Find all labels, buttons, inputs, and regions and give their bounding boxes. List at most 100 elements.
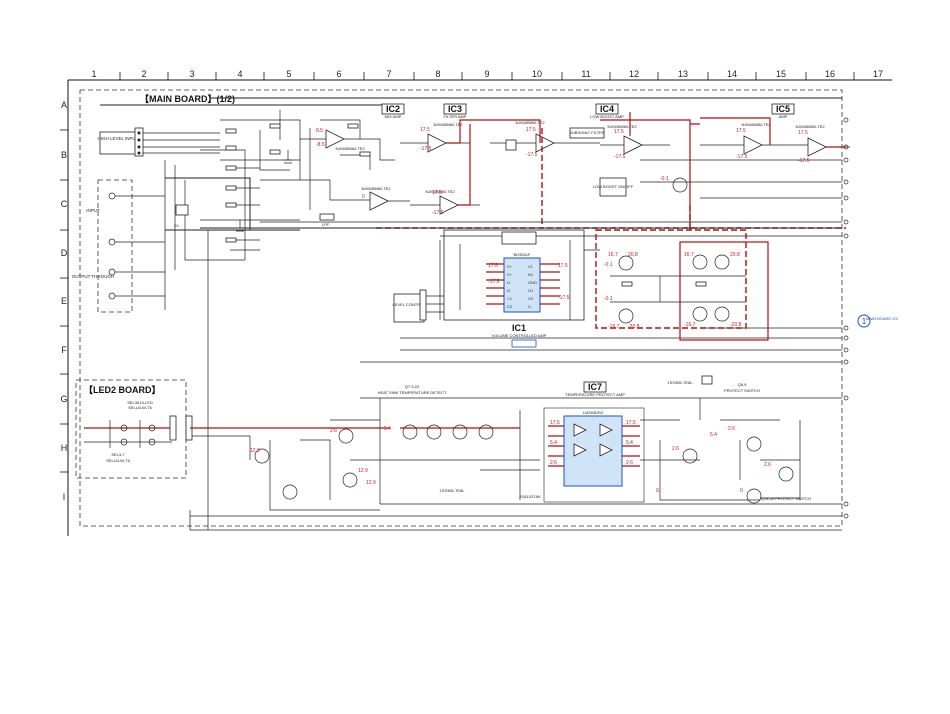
svg-text:17.5: 17.5: [626, 420, 636, 426]
ic1-chip: [503, 257, 541, 313]
svg-text:GND: GND: [528, 280, 537, 285]
svg-text:-17.5: -17.5: [432, 210, 444, 216]
svg-text:17.5: 17.5: [736, 128, 746, 134]
row-d: D: [61, 248, 68, 258]
svg-text:17.5: 17.5: [798, 130, 808, 136]
col-10: 10: [532, 69, 542, 79]
svg-text:-17.5: -17.5: [488, 279, 500, 285]
svg-text:V-: V-: [528, 304, 532, 309]
svg-text:-17.5: -17.5: [614, 154, 626, 160]
high-level-input-label: HIGH LEVEL INPUT: [97, 136, 138, 141]
svg-text:5.4: 5.4: [384, 426, 391, 432]
ic4-desc: LOW BOOST AMP: [590, 114, 624, 119]
ic5-desc: AMP: [779, 114, 788, 119]
svg-text:2.6: 2.6: [764, 462, 771, 468]
main-board-title: 【MAIN BOARD】(1/2): [140, 94, 235, 104]
svg-text:-17.5: -17.5: [420, 146, 432, 152]
ic4-opamp-a: [535, 133, 555, 153]
protect-switch-label: PROTECT SWITCH: [724, 388, 760, 393]
ic4-part: NJM4558M-TE2: [607, 124, 637, 129]
svg-text:-17.5: -17.5: [526, 152, 538, 158]
row-a: A: [61, 100, 67, 110]
ic2-part: NJM4558M-TE2: [335, 146, 365, 151]
rca-jack-group: [97, 179, 133, 313]
transistor-part: 2SA1037AK: [519, 494, 541, 499]
svg-text:SELU4-W-T6: SELU4-W-T6: [128, 405, 152, 410]
svg-text:0: 0: [362, 194, 365, 200]
signal-path-red: [376, 112, 846, 230]
svg-text:-16.7: -16.7: [608, 324, 620, 330]
ic7-desc: TEMPERATURE PROTECT AMP: [565, 392, 625, 397]
svg-text:-20.8: -20.8: [628, 324, 640, 330]
main-board-ref-text: MAIN BOARD 2/2: [866, 316, 899, 321]
svg-text:-8.5: -8.5: [316, 142, 325, 148]
row-e: E: [61, 296, 67, 306]
ic2-desc: MIX AMP: [385, 114, 402, 119]
svg-text:1SS355-TE8L: 1SS355-TE8L: [439, 488, 465, 493]
svg-text:2.6: 2.6: [626, 460, 633, 466]
svg-text:16.7: 16.7: [684, 252, 694, 258]
svg-text:I2: I2: [507, 288, 511, 293]
svg-text:N1: N1: [528, 272, 534, 277]
svg-text:17.5: 17.5: [432, 190, 442, 196]
row-c: C: [61, 199, 68, 209]
row-letters: A B C D E F G H I: [60, 100, 67, 502]
ic5-label: IC5: [776, 104, 790, 114]
ic3-part: NJM4558M-TE2: [433, 122, 463, 127]
svg-text:5.4: 5.4: [626, 440, 633, 446]
ic4-opamp-b: [623, 135, 643, 155]
svg-text:8.5: 8.5: [316, 128, 323, 134]
ic1-part: BH3541F: [514, 252, 531, 257]
led2-part: SEL3-7: [111, 452, 125, 457]
svg-text:-17.5: -17.5: [736, 154, 748, 160]
svg-text:12.9: 12.9: [358, 468, 368, 474]
left-components: D1: [174, 123, 292, 243]
col-13: 13: [678, 69, 688, 79]
ic2-opamp-b: [369, 191, 389, 211]
svg-text:C2: C2: [507, 304, 513, 309]
svg-text:NJM4558M-TE2: NJM4558M-TE2: [425, 189, 455, 194]
svg-text:NJM4558M-TE2: NJM4558M-TE2: [741, 122, 771, 127]
svg-text:17.5: 17.5: [550, 420, 560, 426]
svg-text:0: 0: [740, 488, 743, 494]
svg-text:C1: C1: [507, 296, 513, 301]
ic5-block: IC5 AMP NJM4558M-TE2 NJM4558M-TE2 17.5 -…: [700, 103, 850, 164]
q-heat-label: Q7-9,22: [405, 384, 420, 389]
level-control-label: LEVEL CONTROL: [393, 302, 427, 307]
row-b: B: [61, 150, 67, 160]
svg-text:1: 1: [862, 317, 867, 326]
svg-text:16.7: 16.7: [608, 252, 618, 258]
ic1-label: IC1: [512, 323, 526, 333]
ic2-block: IC2 MIX AMP NJM4558M-TE2 NJM4558M-TE2 LP…: [300, 103, 410, 227]
col-6: 6: [336, 69, 341, 79]
svg-text:V+: V+: [507, 264, 513, 269]
low-boost-label: LOW BOOST ON/OFF: [593, 184, 634, 189]
col-5: 5: [286, 69, 291, 79]
svg-text:V+: V+: [507, 272, 513, 277]
svg-text:20.8: 20.8: [730, 252, 740, 258]
svg-text:-16.7: -16.7: [684, 322, 696, 328]
svg-text:17.5: 17.5: [614, 129, 624, 135]
diode-part: 1SS355-TE8L: [667, 380, 693, 385]
col-17: 17: [873, 69, 883, 79]
col-7: 7: [386, 69, 391, 79]
svg-text:17.5: 17.5: [488, 263, 498, 269]
svg-text:-0.1: -0.1: [604, 262, 613, 268]
svg-text:-0.1: -0.1: [660, 176, 669, 182]
row-h: H: [61, 443, 68, 453]
main-board-outline: [79, 89, 843, 527]
ic7-block: IC7 TEMPERATURE PROTECT AMP LM393DR2 17.…: [543, 381, 645, 503]
ic7-label: IC7: [588, 382, 602, 392]
col-2: 2: [141, 69, 146, 79]
svg-text:O2: O2: [528, 296, 534, 301]
row-f: F: [61, 345, 67, 355]
col-14: 14: [727, 69, 737, 79]
ic5-part: NJM4558M-TE2: [795, 124, 825, 129]
svg-text:5.4: 5.4: [550, 440, 557, 446]
col-3: 3: [189, 69, 194, 79]
row-g: G: [60, 394, 67, 404]
input-label: INPUT: [86, 208, 100, 213]
ic5-opamp-a: [743, 135, 763, 155]
